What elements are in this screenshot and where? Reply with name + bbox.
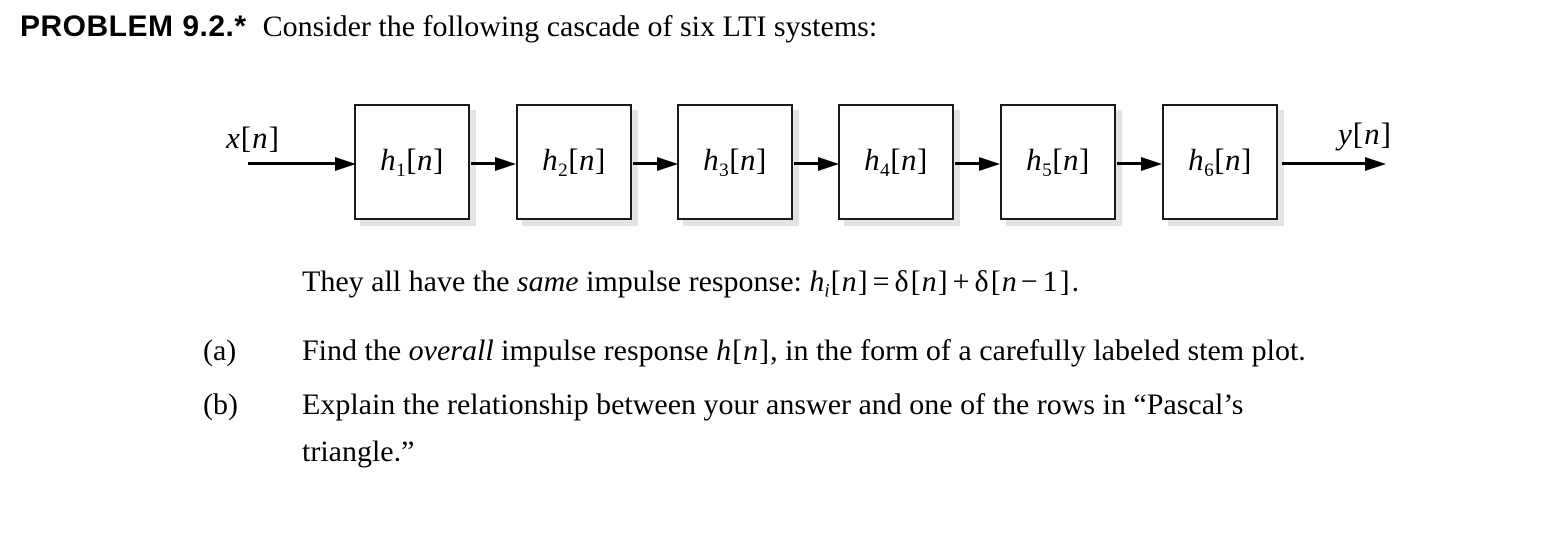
system-block-h1[interactable]: h1[n] [354,104,470,220]
connector-arrow-3 [794,157,839,171]
system-block-h6[interactable]: h6[n] [1162,104,1278,220]
eq-term2-minus-sign: − [1020,265,1038,298]
part-a-emphasis: overall [408,334,494,367]
part-b-tag: (b) [203,388,238,421]
part-a-row: (a) Find the overall impulse response h[… [203,336,1523,376]
cascade-block-diagram: x[n] h1[n] h2[n] h3[n] h4[n] h5[n] [0,0,1566,250]
output-arrow-icon [1282,157,1388,171]
system-block-h2-label: h2[n] [542,142,606,181]
input-bracket-close: ] [268,120,279,155]
problem-number-label: PROBLEM 9.2.* [20,10,247,43]
input-bracket-open: [ [240,120,252,155]
system-block-h4-label: h4[n] [864,142,928,181]
part-a-tag: (a) [203,334,237,367]
system-block-h5[interactable]: h5[n] [1000,104,1116,220]
eq-lhs-sub: i [824,280,830,302]
impulse-sentence-lead: They all have the [302,265,517,298]
connector-arrow-2-head [657,157,678,171]
eq-term2-shift-value: 1 [1042,265,1058,298]
part-b-text-line1: Explain the relationship between your an… [302,388,1244,421]
page-title: PROBLEM 9.2.* Consider the following casc… [20,12,877,42]
eq-term1-bracket-close: ] [937,265,948,298]
connector-arrow-2-shaft [633,162,660,165]
output-signal-index: n [1364,116,1380,151]
input-arrow-head [335,157,356,171]
eq-term2-delta: δ [974,265,989,298]
eq-equals-sign: = [872,265,890,298]
system-block-h6-label: h6[n] [1188,142,1252,181]
system-block-h3-label: h3[n] [703,142,767,181]
input-signal-label: x[n] [226,122,280,153]
eq-period: . [1071,265,1080,298]
output-bracket-close: ] [1380,116,1391,151]
connector-arrow-1-shaft [471,162,498,165]
connector-arrow-5-shaft [1117,162,1144,165]
part-a-math-var: h [716,334,732,367]
part-b-text-line2: triangle.” [302,435,415,468]
input-arrow-shaft [248,162,338,165]
system-block-h3[interactable]: h3[n] [677,104,793,220]
connector-arrow-3-shaft [794,162,821,165]
system-block-h2[interactable]: h2[n] [516,104,632,220]
output-signal-label: y[n] [1338,118,1392,149]
connector-arrow-1-head [495,157,516,171]
system-block-h4[interactable]: h4[n] [838,104,954,220]
part-a-math-index: n [743,334,759,367]
impulse-response-equation: hi[n]=δ[n]+δ[n−1]. [809,265,1080,301]
eq-term1-index: n [921,265,937,298]
part-a-math: h[n] [716,334,770,367]
connector-arrow-4 [955,157,1000,171]
part-a-bracket-close: ] [759,334,770,367]
impulse-sentence-mid: impulse response: [578,265,810,298]
output-signal-var: y [1338,116,1352,151]
connector-arrow-4-head [979,157,1000,171]
system-block-h1-label: h1[n] [380,142,444,181]
eq-plus-sign: + [952,265,970,298]
part-a-mid: impulse response [493,334,717,367]
input-signal-index: n [252,120,268,155]
problem-statement-text: Consider the following cascade of six LT… [262,10,878,43]
eq-lhs-index: n [841,265,857,298]
part-b-row: (b) Explain the relationship between you… [203,390,1523,480]
eq-term1-bracket-open: [ [910,265,921,298]
part-a-pre: Find the [302,334,409,367]
impulse-sentence-emphasis: same [516,265,579,298]
connector-arrow-2 [633,157,678,171]
input-signal-var: x [226,120,240,155]
part-a-bracket-open: [ [732,334,743,367]
connector-arrow-5-head [1141,157,1162,171]
eq-lhs-bracket-open: [ [830,265,841,298]
input-arrow-icon [248,157,356,171]
output-arrow-head [1365,157,1386,171]
connector-arrow-1 [471,157,516,171]
system-block-h5-label: h5[n] [1026,142,1090,181]
connector-arrow-3-head [818,157,839,171]
impulse-response-sentence: They all have the same impulse response:… [302,267,1080,301]
eq-term2-bracket-close: ] [1059,265,1070,298]
connector-arrow-5 [1117,157,1162,171]
part-a-text: Find the overall impulse response h[n], … [302,336,1306,366]
eq-term2-index: n [1001,265,1017,298]
eq-lhs-var: h [809,265,825,298]
part-a-post: , in the form of a carefully labeled ste… [770,334,1306,367]
eq-term2-bracket-open: [ [990,265,1001,298]
connector-arrow-4-shaft [955,162,982,165]
output-bracket-open: [ [1352,116,1364,151]
eq-term1-delta: δ [894,265,909,298]
eq-lhs-bracket-close: ] [857,265,868,298]
output-arrow-shaft [1282,162,1368,165]
